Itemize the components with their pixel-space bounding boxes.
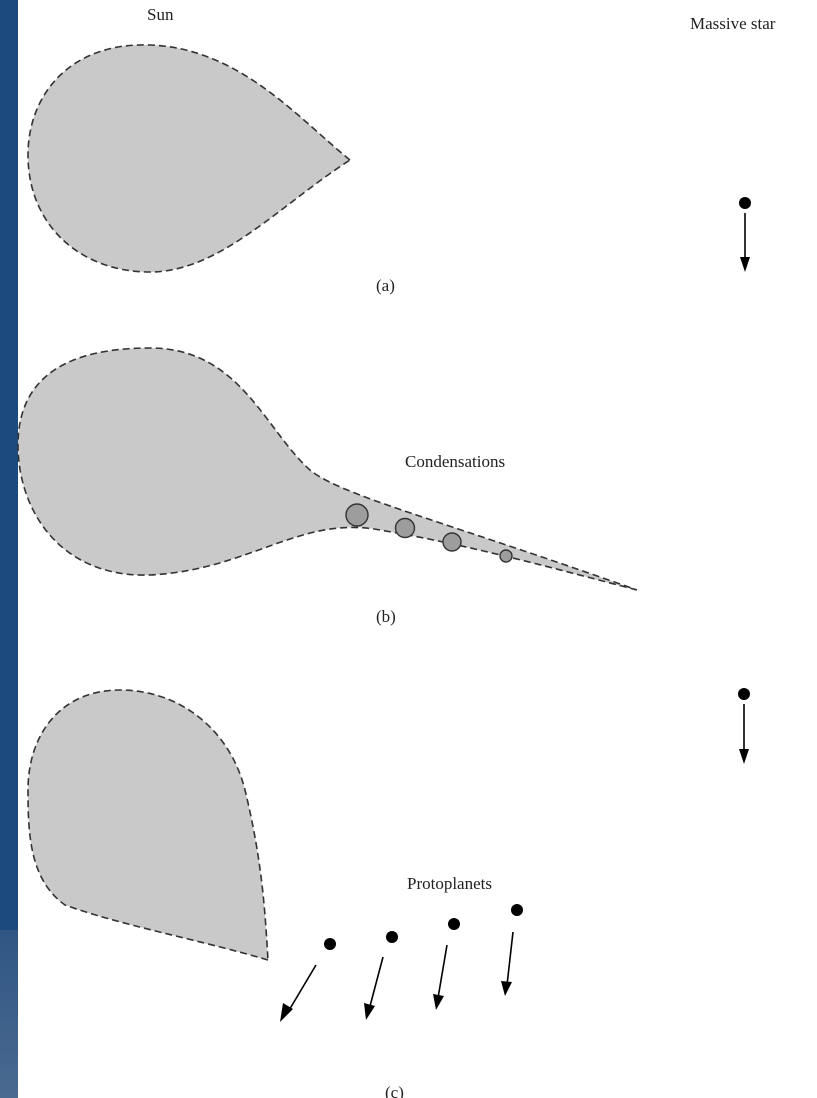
massive-star-c [738,688,750,700]
protoplanet-2-arrow [368,956,384,1011]
protoplanet-2 [386,931,398,943]
massive-star-a [739,197,751,209]
protoplanet-3 [448,918,460,930]
massive-star-a-arrowhead [740,257,750,272]
protoplanet-2-arrowhead [364,1003,375,1020]
protoplanet-3-arrowhead [433,994,444,1010]
panel-c: Protoplanets (c) [27,688,750,1098]
protoplanets-label: Protoplanets [407,874,492,893]
condensation-3 [442,532,462,552]
massive-star-c-arrowhead [739,749,749,764]
protoplanet-4-arrowhead [501,981,512,996]
sun-label: Sun [147,5,174,24]
condensation-4 [499,549,513,563]
sun-cloud-a [27,44,352,273]
sun-cloud-c [27,689,269,962]
condensation-2 [394,517,416,539]
condensations-label: Condensations [405,452,505,471]
panel-b-label: (b) [376,607,396,626]
protoplanet-4 [511,904,523,916]
protoplanet-4-arrow [506,931,514,986]
panel-a-label: (a) [376,276,395,295]
massive-star-label: Massive star [690,14,776,33]
panel-c-label: (c) [385,1083,404,1098]
condensation-1 [345,503,369,527]
protoplanet-3-arrow [437,944,448,999]
protoplanet-1-arrowhead [280,1003,293,1022]
panel-b: Condensations (b) [17,347,638,626]
protoplanet-1 [324,938,336,950]
protoplanet-1-arrow [287,964,317,1013]
sun-cloud-b [17,347,638,591]
panel-a: (a) [27,44,751,295]
